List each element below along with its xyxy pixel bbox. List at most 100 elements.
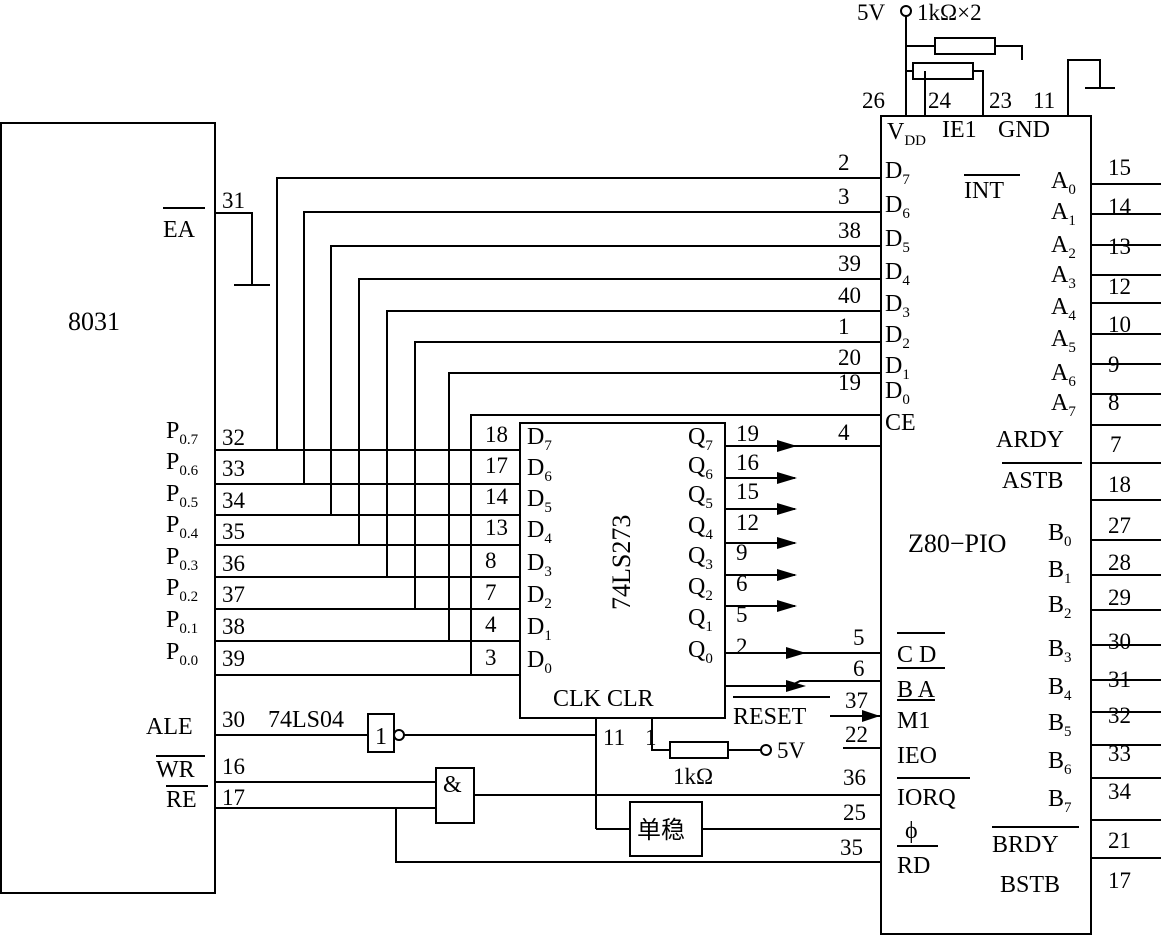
pullup-resistor-2 xyxy=(912,62,974,80)
res1k-label: 1kΩ xyxy=(673,764,713,789)
pio-b-label: B2 xyxy=(1048,592,1072,622)
mcu-p0-label: P0.2 xyxy=(166,575,198,605)
mcu-p0-num: 36 xyxy=(222,551,245,576)
pio-ba-label: B A xyxy=(897,677,936,703)
latch-q-num: 5 xyxy=(736,602,748,627)
pio-d-label: D1 xyxy=(885,353,910,383)
latch-d-num: 18 xyxy=(485,422,508,447)
mcu-p0-num: 33 xyxy=(222,456,245,481)
pio-b-num: 32 xyxy=(1108,703,1131,728)
labels: 8031 74LS273 Z80−PIO 74LS04 单稳 1 & 5V 1k… xyxy=(68,0,1131,898)
rd-label: RE xyxy=(166,787,197,813)
mcu-8031-body xyxy=(0,122,216,894)
mcu-p0-num: 35 xyxy=(222,519,245,544)
pio-d-num: 2 xyxy=(838,150,850,175)
latch-d-num: 17 xyxy=(485,453,508,478)
pio-n11: 11 xyxy=(1033,88,1055,113)
clkclr-label: CLK CLR xyxy=(553,686,654,712)
mcu-p0-num: 38 xyxy=(222,614,245,639)
reset-label: RESET xyxy=(733,704,807,730)
pio-a-num: 9 xyxy=(1108,352,1120,377)
pio-b-label: B6 xyxy=(1048,748,1072,778)
pio-phi-num: 25 xyxy=(843,800,866,825)
pio-iorq-label: IORQ xyxy=(897,785,956,811)
inverter-symbol: 1 xyxy=(375,724,387,750)
mcu-p0-label: P0.0 xyxy=(166,639,198,669)
latch-74ls273-body xyxy=(519,422,726,719)
latch-q-label: Q2 xyxy=(688,574,713,604)
pio-m1-num: 37 xyxy=(845,688,868,713)
pio-ie1-label: IE1 xyxy=(942,117,977,143)
pio-vdd-label: VDD xyxy=(887,119,926,149)
vcc2-label: 5V xyxy=(777,738,806,763)
pio-d-label: D5 xyxy=(885,226,910,256)
mcu-p0-label: P0.6 xyxy=(166,449,199,479)
clr-num: 1 xyxy=(645,725,657,750)
pio-b-num: 27 xyxy=(1108,513,1131,538)
pio-gnd-label: GND xyxy=(998,117,1050,143)
pio-a-label: A3 xyxy=(1051,262,1076,292)
pio-astb-num: 18 xyxy=(1108,472,1131,497)
latch-d-num: 14 xyxy=(485,484,509,509)
pio-name: Z80−PIO xyxy=(908,529,1006,558)
pio-a-num: 13 xyxy=(1108,234,1131,259)
inverter-bubble xyxy=(393,729,405,741)
pio-a-label: A6 xyxy=(1051,360,1076,390)
latch-q-num: 16 xyxy=(736,450,759,475)
pio-b-num: 34 xyxy=(1108,779,1132,804)
pio-b-label: B3 xyxy=(1048,636,1072,666)
pio-b-num: 30 xyxy=(1108,629,1131,654)
latch-q-num: 9 xyxy=(736,540,748,565)
pio-ba-num: 6 xyxy=(853,656,865,681)
latch-q-num: 12 xyxy=(736,510,759,535)
mcu-p0-label: P0.7 xyxy=(166,418,199,448)
latch-q-label: Q5 xyxy=(688,482,713,512)
vcc-label: 5V xyxy=(857,0,886,25)
pio-brdy-label: BRDY xyxy=(992,832,1059,858)
pio-ardy-label: ARDY xyxy=(996,427,1064,453)
pio-bstb-label: BSTB xyxy=(1000,872,1060,898)
pio-z80-body xyxy=(880,115,1092,935)
mono-name: 单稳 xyxy=(637,817,685,844)
pio-brdy-num: 21 xyxy=(1108,828,1131,853)
mcu-p0-num: 32 xyxy=(222,425,245,450)
pio-b-num: 28 xyxy=(1108,550,1131,575)
vcc-terminal xyxy=(900,5,912,17)
output-arrows xyxy=(777,440,880,722)
pullup-label: 1kΩ×2 xyxy=(917,0,982,25)
pio-b-num: 33 xyxy=(1108,741,1131,766)
inverter-name: 74LS04 xyxy=(268,707,344,733)
pio-cd-num: 5 xyxy=(853,625,865,650)
pio-d-num: 3 xyxy=(838,184,850,209)
wr-num: 16 xyxy=(222,754,245,779)
pio-a-label: A1 xyxy=(1051,199,1076,229)
pio-a-label: A4 xyxy=(1051,294,1076,324)
pio-b-num: 29 xyxy=(1108,585,1131,610)
latch-name: 74LS273 xyxy=(607,515,636,610)
pio-d-num: 38 xyxy=(838,218,861,243)
and-gate xyxy=(435,767,475,824)
wr-label: WR xyxy=(156,757,195,783)
latch-d-label: D6 xyxy=(527,455,552,485)
pio-b-label: B7 xyxy=(1048,786,1072,816)
latch-d-label: D5 xyxy=(527,486,552,516)
pio-d-label: D6 xyxy=(885,192,910,222)
pio-cd-label: C D xyxy=(897,642,936,668)
ale-num: 30 xyxy=(222,707,245,732)
pio-d-num: 19 xyxy=(838,370,861,395)
latch-q-label: Q3 xyxy=(688,543,713,573)
mcu-p0-label: P0.4 xyxy=(166,512,199,542)
mcu-p0-num: 34 xyxy=(222,488,246,513)
latch-d-num: 8 xyxy=(485,548,497,573)
pio-ce-label: CE xyxy=(885,410,916,436)
ea-label: EA xyxy=(163,217,196,243)
pio-n23: 23 xyxy=(989,88,1012,113)
latch-d-label: D7 xyxy=(527,424,552,454)
pio-d-num: 20 xyxy=(838,345,861,370)
pio-int-label: INT xyxy=(964,178,1004,204)
clr-resistor xyxy=(669,741,729,759)
mcu-p0-num: 39 xyxy=(222,646,245,671)
pio-ieo-label: IEO xyxy=(897,743,937,769)
